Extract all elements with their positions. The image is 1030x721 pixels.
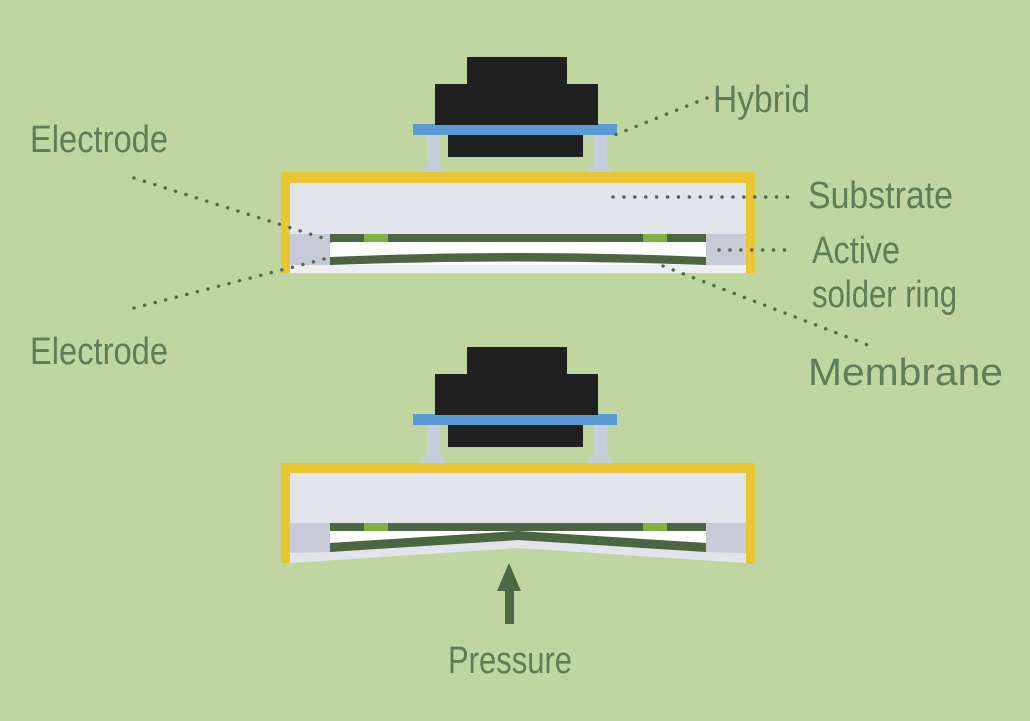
- solder-pad-left: [364, 234, 388, 242]
- leader-electrode-top: [132, 176, 334, 243]
- membrane-deflected: [330, 531, 706, 552]
- label-substrate: Substrate: [808, 175, 953, 217]
- label-electrode-top: Electrode: [30, 119, 168, 161]
- substrate-frame-left-2: [281, 463, 290, 563]
- label-membrane: Membrane: [808, 352, 1003, 394]
- label-active-solder-ring-line1: Active: [812, 230, 900, 272]
- active-solder-ring-right-2: [706, 523, 746, 553]
- substrate-frame-right: [746, 172, 755, 273]
- solder-pad-right-2: [643, 523, 667, 531]
- sensor-pressurized-state: [281, 347, 755, 564]
- active-solder-ring-left-2: [290, 523, 330, 553]
- bottom-layer-deflected: [290, 540, 746, 563]
- solder-pad-right: [643, 234, 667, 242]
- substrate-body-2: [290, 473, 746, 523]
- label-pressure: Pressure: [448, 640, 572, 682]
- pressure-arrow-icon: [497, 563, 521, 624]
- label-electrode-bottom: Electrode: [30, 331, 168, 373]
- top-electrode-bar: [330, 234, 706, 242]
- substrate-body: [290, 183, 746, 234]
- membrane-layer: [330, 253, 706, 265]
- substrate-frame-left: [281, 172, 290, 273]
- label-active-solder-ring-line2: solder ring: [812, 274, 957, 316]
- top-electrode-bar-2: [330, 523, 706, 531]
- leader-lines: [132, 96, 875, 349]
- label-hybrid: Hybrid: [713, 79, 810, 121]
- substrate-frame-top-2: [281, 463, 755, 473]
- substrate-frame-right-2: [746, 463, 755, 564]
- bottom-layer-strip: [290, 265, 746, 273]
- leader-electrode-bottom: [132, 255, 334, 310]
- substrate-frame-top: [281, 172, 755, 183]
- solder-pad-left-2: [364, 523, 388, 531]
